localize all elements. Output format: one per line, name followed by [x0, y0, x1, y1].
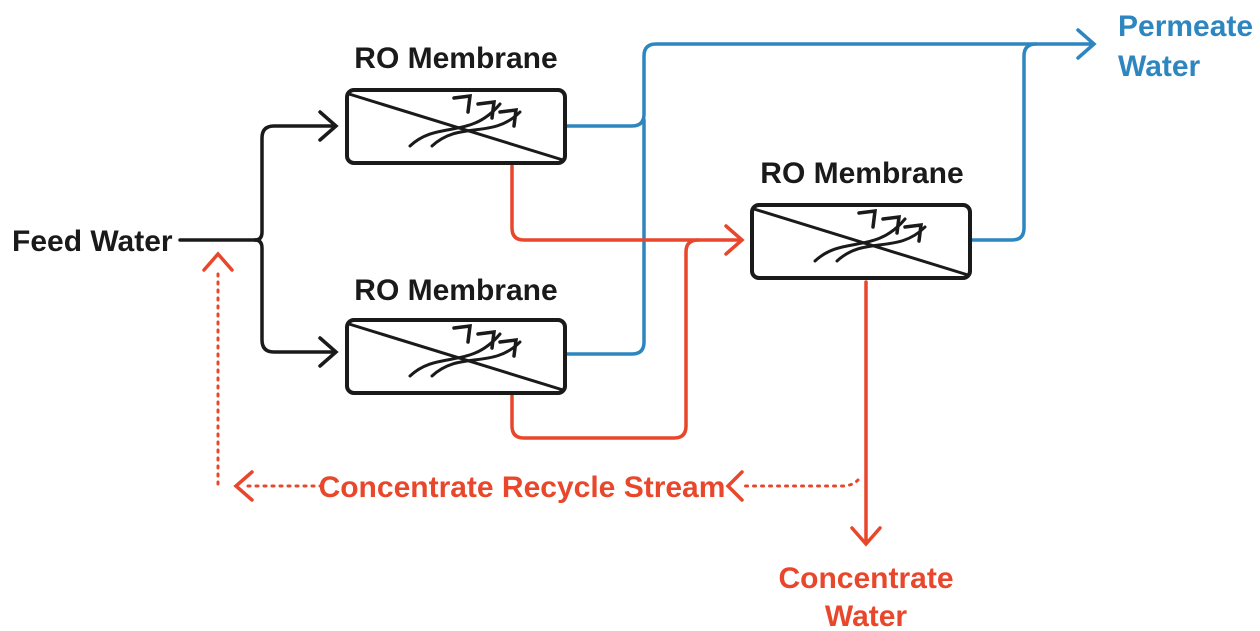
feed-arrow-bottom — [318, 336, 339, 368]
recycle-stream — [202, 251, 860, 502]
membrane-right-label: RO Membrane — [760, 157, 963, 190]
membrane-bottom-label: RO Membrane — [354, 274, 557, 307]
concentrate-arrow-right-membrane — [724, 224, 745, 256]
permeate-water-label-line2: Water — [1118, 50, 1201, 83]
membrane-top — [345, 88, 567, 165]
permeate-water-label-line1: Permeate — [1118, 10, 1253, 43]
recycle-arrow-mid — [725, 470, 744, 502]
concentrate-lines — [510, 164, 882, 547]
feed-arrow-top — [318, 110, 339, 142]
membrane-right — [750, 203, 972, 280]
concentrate-water-label-line1: Concentrate — [778, 562, 953, 595]
feed-lines — [178, 110, 339, 368]
membrane-top-label: RO Membrane — [354, 42, 557, 75]
feed-water-label: Feed Water — [12, 225, 173, 258]
membrane-bottom — [345, 318, 567, 395]
recycle-arrow-left — [233, 470, 254, 502]
recycle-stream-label: Concentrate Recycle Stream — [319, 471, 726, 504]
permeate-arrow — [1076, 28, 1097, 60]
concentrate-water-label-line2: Water — [825, 600, 908, 631]
permeate-lines — [564, 28, 1097, 356]
concentrate-arrow-down — [850, 526, 882, 547]
recycle-arrow-up — [202, 251, 234, 272]
